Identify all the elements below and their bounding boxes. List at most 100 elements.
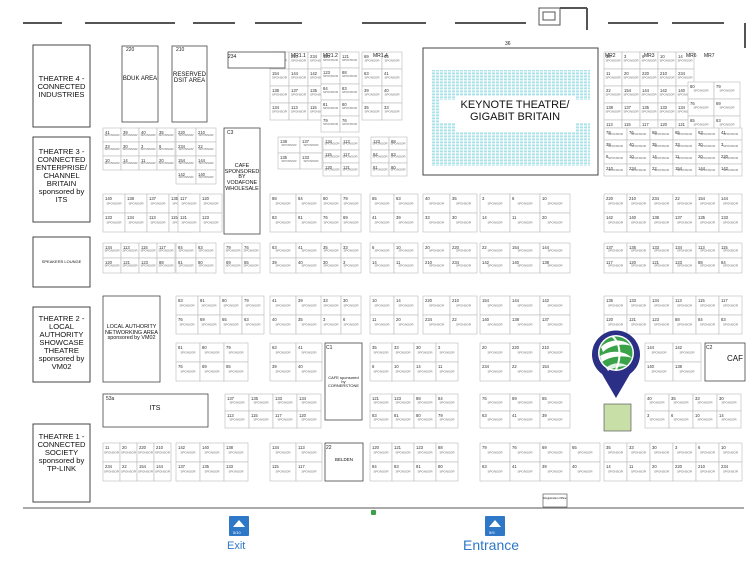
booth-company: SPONSOR [140, 264, 156, 268]
booth-company: SPONSOR [700, 304, 716, 308]
booth-number: 6 [372, 245, 375, 250]
booth-company: SPONSOR [204, 470, 220, 474]
booth [340, 212, 362, 233]
booth-number: 3 [721, 142, 724, 147]
booth-company: SPONSOR [323, 122, 339, 126]
booth-company: SPONSOR [439, 370, 455, 374]
booth-number: 11 [396, 260, 401, 265]
booth-company: SPONSOR [631, 249, 647, 253]
booth-company: SPONSOR [439, 470, 455, 474]
booth-number: 81 [178, 260, 183, 265]
booth-company: SPONSOR [517, 370, 533, 374]
booth-number: 30 [452, 215, 457, 220]
booth-number: 20 [482, 345, 487, 350]
booth-company: SPONSOR [417, 370, 433, 374]
booth-number: 76 [629, 130, 634, 135]
booth-number: 69 [652, 130, 657, 135]
booth-number: 63 [716, 118, 721, 123]
booth-company: SPONSOR [384, 110, 400, 114]
booth-company: SPONSOR [654, 304, 670, 308]
booth-number: 123 [675, 260, 683, 265]
booth-company: SPONSOR [155, 451, 171, 455]
booth-number: 63 [698, 130, 703, 135]
booth-number: 76 [482, 396, 487, 401]
booth-company: SPONSOR [456, 202, 472, 206]
entrance-label: Entrance [463, 537, 520, 553]
booth-number: 10 [105, 158, 110, 163]
booth-company: SPONSOR [343, 264, 359, 268]
booth-company: SPONSOR [700, 323, 716, 327]
booth-number: 39 [606, 142, 611, 147]
booth-company: SPONSOR [245, 304, 261, 308]
booth-number: 79 [606, 130, 611, 135]
booth-company: SPONSOR [373, 451, 389, 455]
bduk-area-label: BDUK AREA [122, 76, 158, 82]
booth-number: 84 [438, 396, 443, 401]
outer-walls [23, 7, 746, 509]
booth-company: SPONSOR [641, 59, 657, 63]
booth-number: 80 [198, 260, 203, 265]
booth-company: SPONSOR [275, 264, 291, 268]
booth-company: SPONSOR [303, 159, 319, 163]
booth-number: 210 [425, 260, 433, 265]
booth-company: SPONSOR [323, 264, 339, 268]
highlighted-booth [603, 403, 632, 432]
booth-company: SPONSOR [673, 401, 689, 405]
booth-company: SPONSOR [395, 418, 411, 422]
stand-dsit: 210 [176, 47, 185, 53]
cafe-right-label: CAF [727, 354, 743, 363]
booth-company: SPONSOR [631, 168, 647, 172]
booth-company: SPONSOR [487, 264, 503, 268]
cafe-right-area [704, 342, 746, 382]
booth-number: 142 [542, 298, 550, 303]
booth-company: SPONSOR [723, 221, 739, 225]
booth-company: SPONSOR [138, 470, 154, 474]
booth-company: SPONSOR [198, 133, 214, 137]
booth-number: 210 [606, 166, 614, 171]
booth-company: SPONSOR [158, 264, 174, 268]
booth-company: SPONSOR [700, 132, 716, 136]
booth-company: SPONSOR [608, 249, 624, 253]
booth-number: 41 [512, 464, 517, 469]
booth-number: 80 [342, 102, 347, 107]
booth-number: 123 [373, 139, 381, 144]
booth-company: SPONSOR [178, 161, 194, 165]
booth-number: 88 [416, 396, 421, 401]
booth-number: 210 [629, 196, 637, 201]
cafe-vodafone-area [223, 127, 261, 235]
booth-number: 220 [452, 245, 460, 250]
booth-company: SPONSOR [198, 249, 214, 253]
booth-number: 83 [178, 298, 183, 303]
booth-number: 65 [226, 364, 231, 369]
booth-company: SPONSOR [623, 76, 639, 80]
booth-company: SPONSOR [700, 202, 716, 206]
booth-company: SPONSOR [243, 264, 259, 268]
booth-company: SPONSOR [301, 351, 317, 355]
booth-company: SPONSOR [439, 451, 455, 455]
booth-number: 135 [280, 155, 288, 160]
booth-company: SPONSOR [697, 401, 713, 405]
booth-number: 39 [272, 260, 277, 265]
booth-number: 33 [343, 245, 348, 250]
booth-company: SPONSOR [158, 133, 174, 137]
booth [393, 314, 419, 335]
booth [716, 410, 742, 429]
booth-number: 142 [178, 172, 186, 177]
booth-company: SPONSOR [456, 249, 472, 253]
booth-company: SPONSOR [417, 451, 433, 455]
booth-number: 20 [698, 154, 703, 159]
booth-company: SPONSOR [122, 249, 138, 253]
booth-number: 41 [372, 215, 377, 220]
booth-number: 81 [178, 345, 183, 350]
booth-company: SPONSOR [390, 142, 406, 146]
booth-number: 220 [512, 345, 520, 350]
booth-number: 39 [298, 298, 303, 303]
booth-company: SPONSOR [719, 89, 735, 93]
booth-company: SPONSOR [677, 264, 693, 268]
its-label: ITS [149, 405, 161, 412]
booth-number: 88 [438, 445, 443, 450]
booth-company: SPONSOR [291, 93, 307, 97]
booth-company: SPONSOR [608, 264, 624, 268]
stand-mr6: MR6 [686, 53, 697, 59]
